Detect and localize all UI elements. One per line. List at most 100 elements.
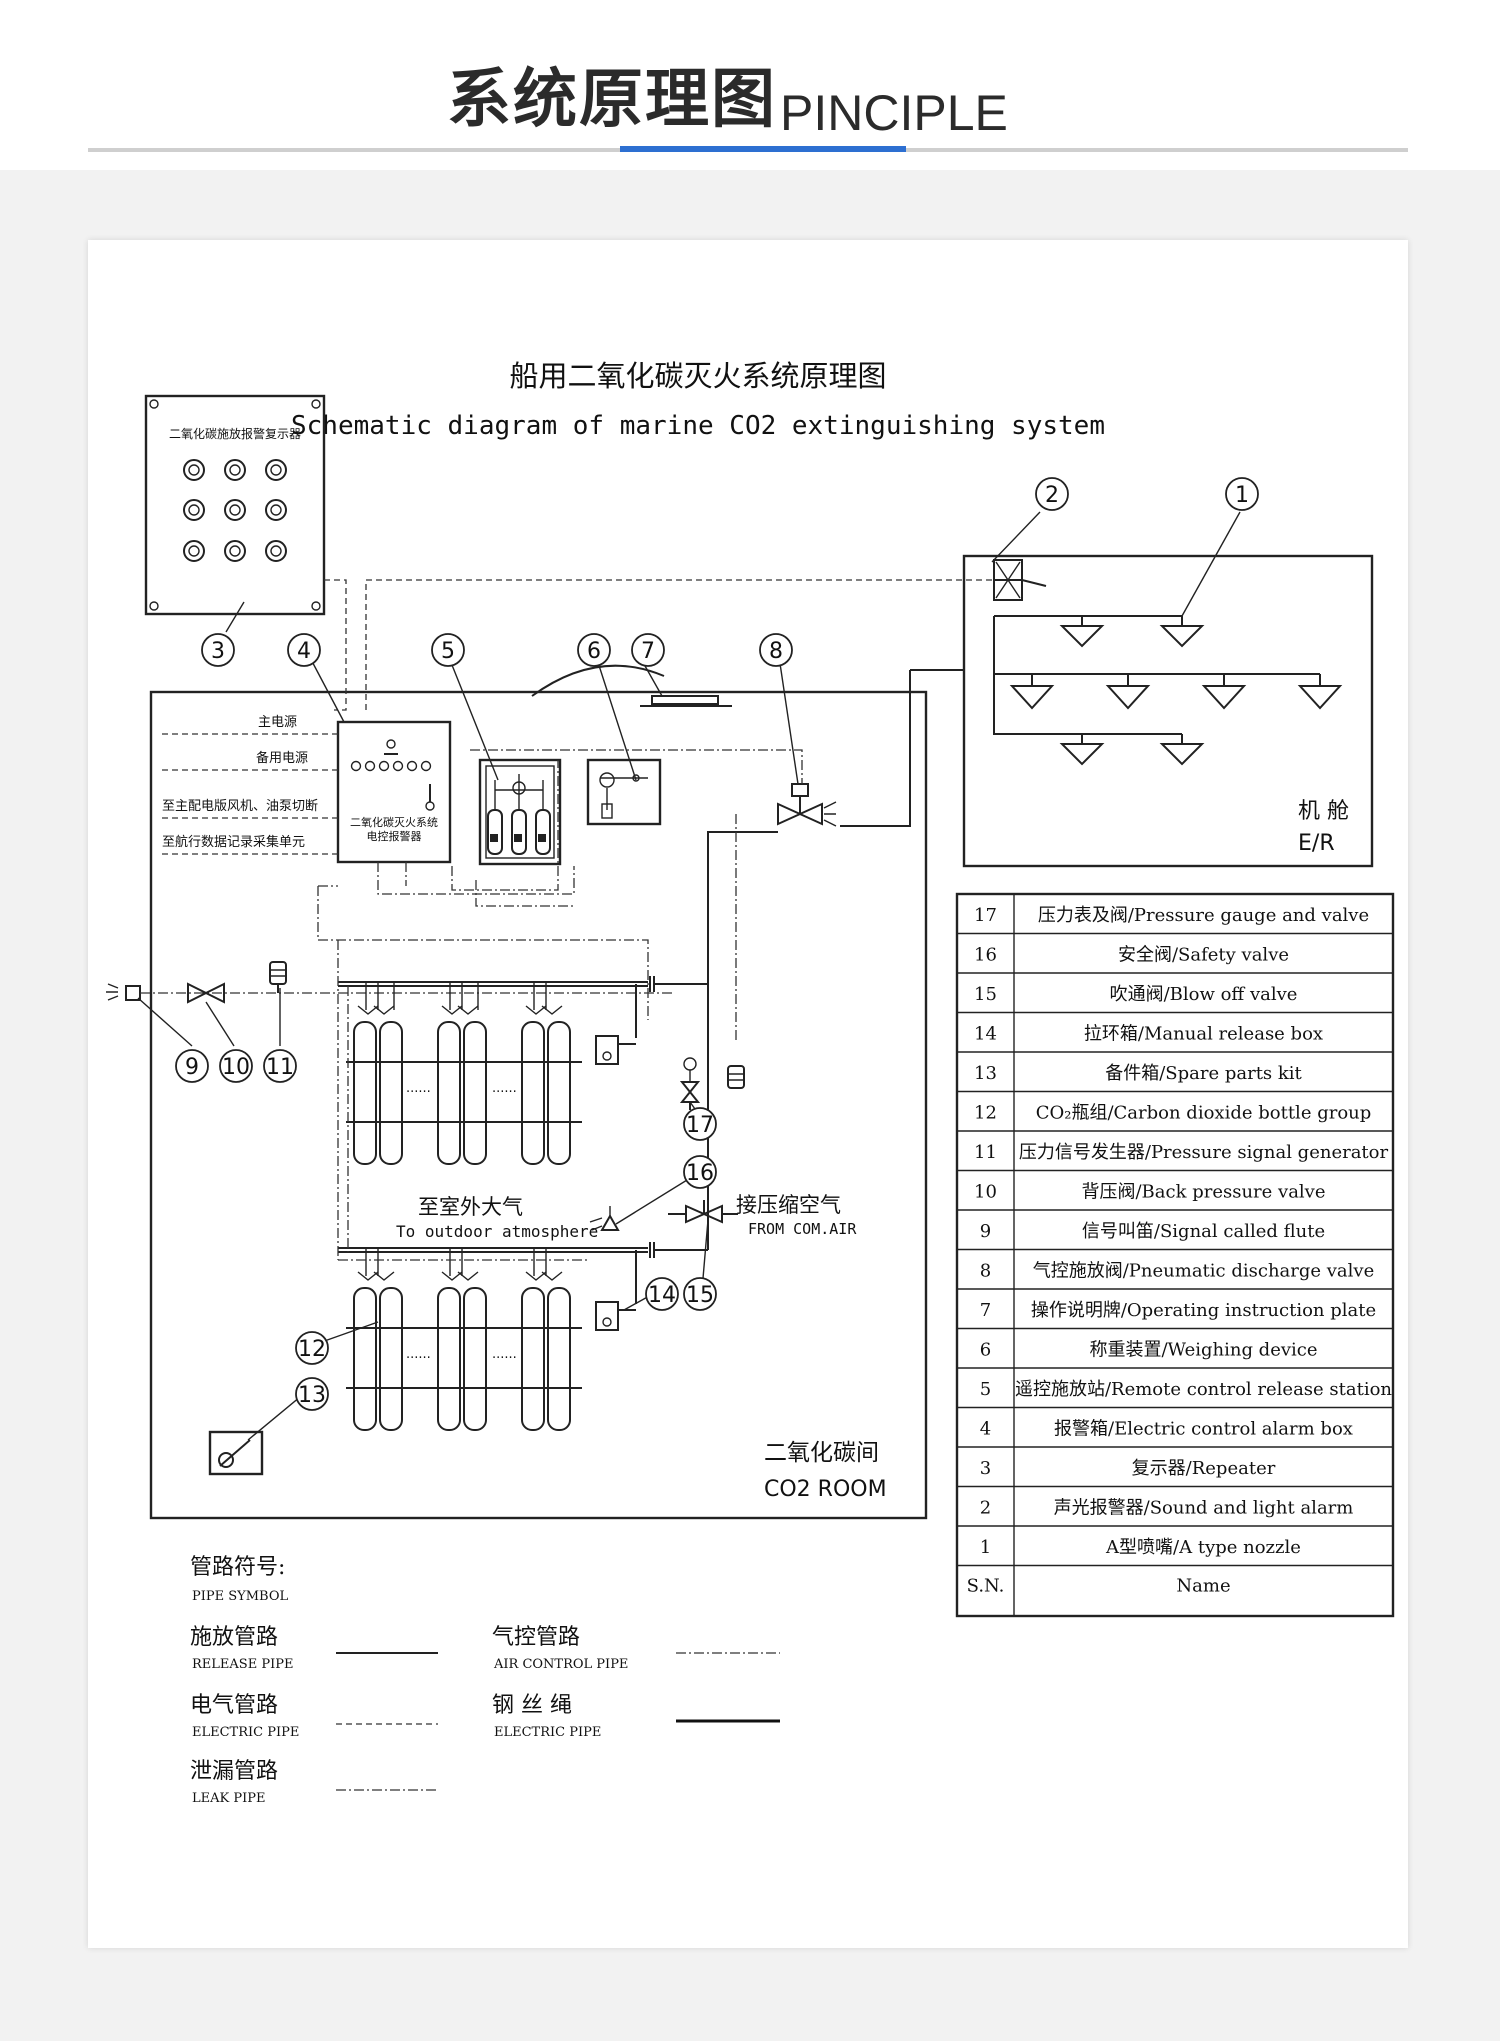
callout-11: 11 (263, 1049, 297, 1083)
parts-row-sn: 11 (974, 1142, 997, 1163)
legend-aircontrol-en: AIR CONTROL PIPE (493, 1657, 628, 1672)
legend-leak-en: LEAK PIPE (192, 1791, 265, 1806)
upper-bottles-ellipsis-2: ...... (492, 1081, 517, 1096)
callout-14: 14 (645, 1277, 679, 1311)
er-label-zh: 机 舱 (1298, 799, 1349, 824)
comp-air-label-en: FROM COM.AIR (748, 1220, 857, 1238)
alarm-box-label-2: 电控报警器 (367, 829, 422, 843)
parts-row-name: 气控施放阀/Pneumatic discharge valve (1033, 1260, 1375, 1281)
parts-header-name: Name (1176, 1576, 1230, 1597)
lower-bottles-ellipsis-2: ...... (492, 1347, 517, 1362)
callout-3: 3 (201, 633, 235, 667)
callout-12: 12 (295, 1331, 329, 1365)
upper-valve-heads (357, 982, 563, 1015)
parts-row-name: A型喷嘴/A type nozzle (1105, 1537, 1301, 1558)
parts-row-name: 压力表及阀/Pressure gauge and valve (1038, 905, 1369, 926)
page-header: 系统原理图 PINCIPLE (0, 0, 1500, 170)
er-label-en: E/R (1298, 831, 1335, 856)
parts-row-name: 背压阀/Back pressure valve (1081, 1181, 1325, 1202)
comp-air-label-zh: 接压缩空气 (736, 1193, 841, 1217)
callout-2: 2 (1035, 477, 1069, 511)
parts-row-sn: 7 (980, 1300, 991, 1321)
power-main-label: 主电源 (258, 715, 297, 730)
lower-valve-heads (357, 1248, 563, 1281)
parts-row-name: 声光报警器/Sound and light alarm (1054, 1497, 1354, 1518)
co2-room-label-en: CO2 ROOM (764, 1477, 887, 1502)
parts-row-name: 拉环箱/Manual release box (1084, 1023, 1323, 1044)
svg-text:1: 1 (1235, 483, 1249, 508)
svg-text:4: 4 (297, 639, 311, 664)
co2-room: 二氧化碳间 CO2 ROOM (149, 690, 928, 1520)
callout-16: 16 (683, 1155, 717, 1189)
legend-leak-zh: 泄漏管路 (190, 1759, 278, 1784)
parts-row-sn: 16 (974, 944, 997, 965)
alarm-box: 二氧化碳灭火系统 电控报警器 (336, 720, 452, 864)
callout-6: 6 (577, 633, 611, 667)
parts-row-sn: 14 (974, 1023, 997, 1044)
parts-row-name: 复示器/Repeater (1132, 1458, 1276, 1479)
engine-room: 机 舱 E/R (962, 554, 1374, 868)
pipe-legend: 管路符号: PIPE SYMBOL 施放管路 RELEASE PIPE 电气管路… (190, 1555, 780, 1806)
alarm-box-lamps (350, 760, 432, 772)
svg-text:14: 14 (648, 1283, 676, 1308)
diagram-title-zh: 船用二氧化碳灭火系统原理图 (509, 359, 886, 393)
safety-valve (589, 1206, 620, 1231)
svg-text:11: 11 (266, 1055, 294, 1080)
legend-title-zh: 管路符号: (190, 1555, 285, 1580)
repeater-panel-label: 二氧化碳施放报警复示器 (169, 426, 301, 441)
parts-header-sn: S.N. (967, 1576, 1005, 1597)
svg-text:9: 9 (185, 1055, 199, 1080)
svg-text:5: 5 (441, 639, 455, 664)
page-title-en: PINCIPLE (780, 85, 1008, 141)
alarm-box-label-1: 二氧化碳灭火系统 (350, 815, 438, 829)
parts-row-sn: 2 (980, 1497, 991, 1518)
legend-aircontrol-zh: 气控管路 (492, 1625, 580, 1650)
upper-bottles-ellipsis-1: ...... (406, 1081, 431, 1096)
diagram-card: 船用二氧化碳灭火系统原理图 Schematic diagram of marin… (88, 240, 1408, 1948)
repeater-indicator-lamps (183, 459, 287, 562)
pressure-signal-generator-2 (727, 1065, 745, 1089)
diagram-title-en: Schematic diagram of marine CO2 extingui… (291, 411, 1105, 441)
parts-row-name: CO₂瓶组/Carbon dioxide bottle group (1036, 1102, 1372, 1123)
lower-bottles-ellipsis-1: ...... (406, 1347, 431, 1362)
svg-text:17: 17 (686, 1113, 714, 1138)
parts-row-sn: 4 (980, 1418, 991, 1439)
parts-row-name: 备件箱/Spare parts kit (1105, 1063, 1302, 1084)
co2-system-schematic: 船用二氧化碳灭火系统原理图 Schematic diagram of marin… (106, 359, 1395, 1806)
parts-row-sn: 13 (974, 1063, 997, 1084)
parts-row-sn: 15 (974, 984, 997, 1005)
callout-15: 15 (683, 1277, 717, 1311)
pressure-gauge-valve (679, 1057, 701, 1110)
outdoor-label-en: To outdoor atmosphere (396, 1222, 598, 1241)
legend-title-en: PIPE SYMBOL (192, 1589, 289, 1604)
outdoor-label-zh: 至室外大气 (418, 1195, 523, 1219)
legend-electric-en: ELECTRIC PIPE (192, 1725, 299, 1740)
svg-text:3: 3 (211, 639, 225, 664)
parts-row-sn: 5 (980, 1379, 991, 1400)
spare-parts-kit (208, 1430, 264, 1476)
lower-co2-bottles (346, 1287, 582, 1431)
pressure-signal-generator (269, 961, 287, 993)
parts-row-sn: 3 (980, 1458, 991, 1479)
repeater-panel: 二氧化碳施放报警复示器 (144, 394, 326, 616)
callout-4: 4 (287, 633, 321, 667)
svg-text:6: 6 (587, 639, 601, 664)
parts-row-name: 操作说明牌/Operating instruction plate (1031, 1300, 1376, 1321)
callout-9: 9 (175, 1049, 209, 1083)
upper-co2-bottles (346, 1021, 582, 1165)
svg-text:10: 10 (222, 1055, 250, 1080)
vdr-output-label: 至航行数据记录采集单元 (162, 834, 305, 850)
signal-flute (106, 983, 141, 1001)
a-type-nozzles (1009, 625, 1343, 766)
callout-8: 8 (759, 633, 793, 667)
weighing-device (586, 758, 662, 826)
parts-row-name: 遥控施放站/Remote control release station (1015, 1379, 1392, 1400)
blow-off-valve (668, 1200, 738, 1224)
legend-release-en: RELEASE PIPE (192, 1657, 293, 1672)
header-accent-bar (620, 146, 906, 152)
svg-text:2: 2 (1045, 483, 1059, 508)
upper-bottle-manifold: ...... ...... (338, 976, 708, 1165)
parts-row-sn: 9 (980, 1221, 991, 1242)
callout-13: 13 (295, 1377, 329, 1411)
